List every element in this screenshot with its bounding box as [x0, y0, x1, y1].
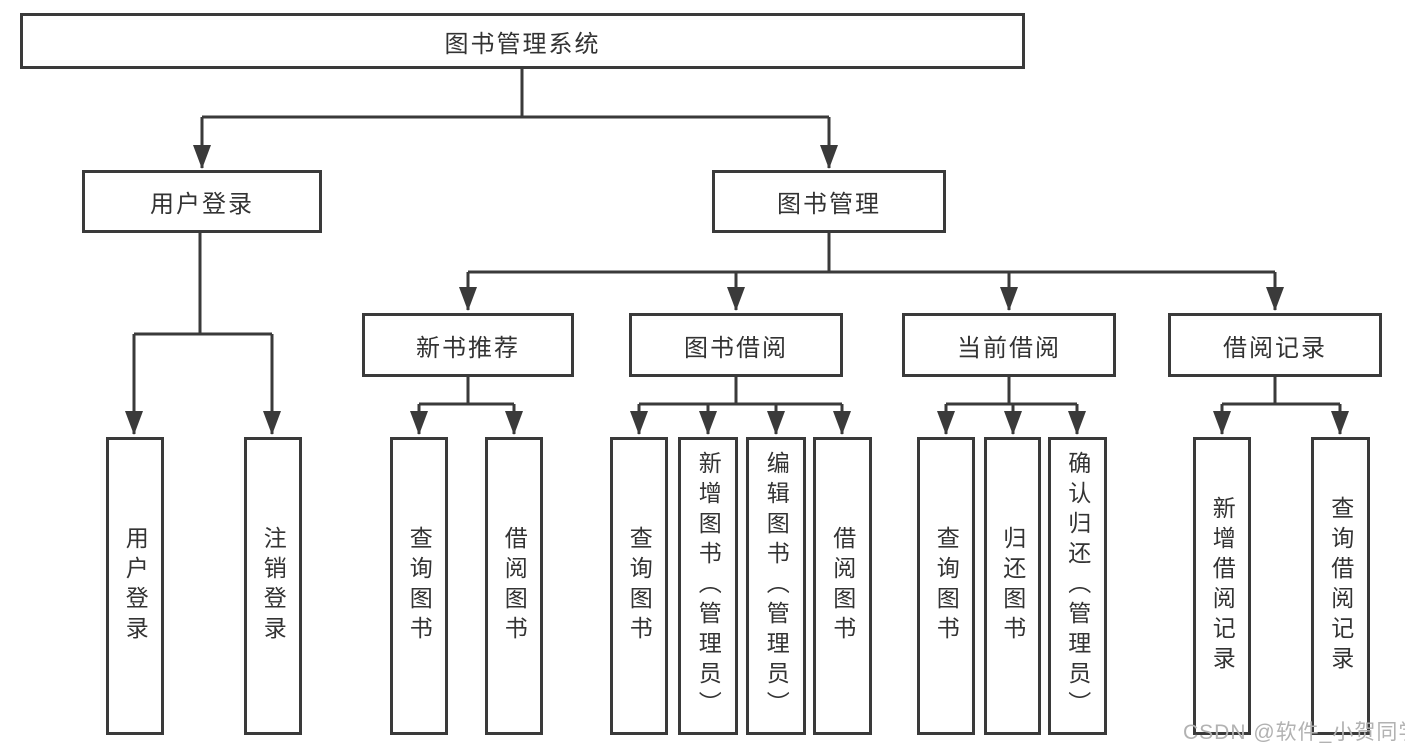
edge-book-borrow-trunk [639, 377, 842, 406]
leaf-query-books-borrow-label: 查询图书 [626, 526, 653, 646]
edge-borrow-records-trunk [1222, 377, 1340, 406]
edge-book-management-trunk [468, 233, 1275, 274]
leaf-query-books-current: 查询图书 [917, 437, 975, 735]
edge-new-book-trunk [419, 377, 514, 406]
node-system-root: 图书管理系统 [20, 13, 1025, 69]
leaf-edit-book-admin: 编辑图书（管理员） [746, 437, 806, 735]
leaf-logout: 注销登录 [244, 437, 302, 735]
node-book-borrow: 图书借阅 [629, 313, 843, 377]
leaf-confirm-return-admin: 确认归还（管理员） [1048, 437, 1107, 735]
leaf-add-book-admin-label: 新增图书（管理员） [695, 451, 722, 721]
csdn-watermark: CSDN @软件_小贺同学 [1183, 721, 1405, 744]
edge-root-trunk [202, 69, 829, 119]
leaf-logout-label: 注销登录 [260, 526, 287, 646]
leaf-add-book-admin: 新增图书（管理员） [678, 437, 738, 735]
edge-user-login-trunk [134, 233, 272, 336]
node-book-management: 图书管理 [712, 170, 946, 233]
node-new-book-recommend: 新书推荐 [362, 313, 574, 377]
leaf-add-borrow-record-label: 新增借阅记录 [1209, 496, 1236, 676]
leaf-query-borrow-record: 查询借阅记录 [1311, 437, 1370, 735]
leaf-query-books-recommend-label: 查询图书 [406, 526, 433, 646]
leaf-user-login-label: 用户登录 [122, 526, 149, 646]
leaf-return-book: 归还图书 [984, 437, 1041, 735]
leaf-borrow-books-recommend-label: 借阅图书 [501, 526, 528, 646]
edge-current-borrow-trunk [946, 377, 1077, 406]
leaf-add-borrow-record: 新增借阅记录 [1193, 437, 1251, 735]
leaf-user-login: 用户登录 [106, 437, 164, 735]
leaf-borrow-books-borrow-label: 借阅图书 [829, 526, 856, 646]
leaf-query-books-current-label: 查询图书 [933, 526, 960, 646]
leaf-confirm-return-admin-label: 确认归还（管理员） [1064, 451, 1091, 721]
leaf-edit-book-admin-label: 编辑图书（管理员） [763, 451, 790, 721]
leaf-query-books-recommend: 查询图书 [390, 437, 448, 735]
leaf-query-books-borrow: 查询图书 [610, 437, 668, 735]
leaf-borrow-books-recommend: 借阅图书 [485, 437, 543, 735]
node-user-login: 用户登录 [82, 170, 322, 233]
leaf-borrow-books-borrow: 借阅图书 [813, 437, 872, 735]
leaf-query-borrow-record-label: 查询借阅记录 [1327, 496, 1354, 676]
node-current-borrow: 当前借阅 [902, 313, 1116, 377]
node-borrow-records: 借阅记录 [1168, 313, 1382, 377]
leaf-return-book-label: 归还图书 [999, 526, 1026, 646]
